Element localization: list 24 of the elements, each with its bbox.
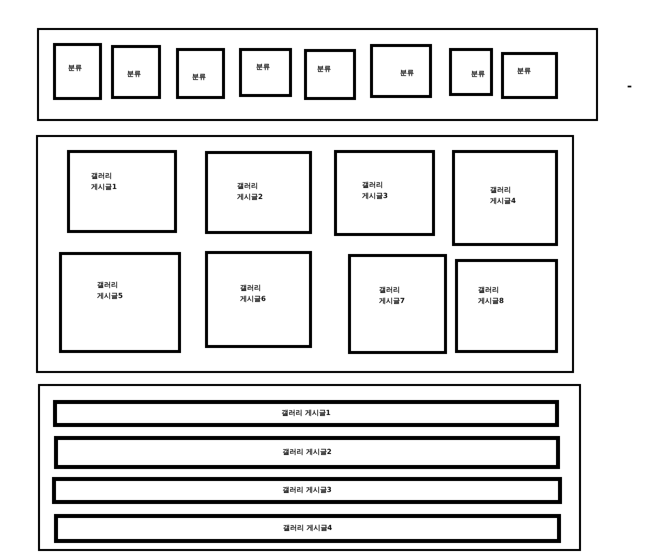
list-row (53, 400, 559, 427)
gallery-card (205, 151, 312, 234)
category-box (449, 48, 493, 96)
gallery-card (205, 251, 312, 348)
category-box (304, 49, 356, 100)
gallery-card (59, 252, 181, 353)
list-row (54, 436, 560, 469)
list-row (54, 514, 561, 543)
gallery-panel (36, 135, 574, 373)
list-panel (38, 384, 581, 551)
gallery-card (334, 150, 435, 236)
category-box (370, 44, 432, 98)
gallery-card (455, 259, 558, 353)
category-box (111, 45, 161, 99)
category-box (176, 48, 225, 99)
category-box (501, 52, 558, 99)
category-panel (37, 28, 598, 121)
list-row (52, 477, 562, 504)
category-box (53, 43, 102, 100)
gallery-card (452, 150, 558, 246)
category-box (239, 48, 292, 97)
gallery-card (348, 254, 447, 354)
stray-mark: - (627, 81, 632, 92)
gallery-card (67, 150, 177, 233)
